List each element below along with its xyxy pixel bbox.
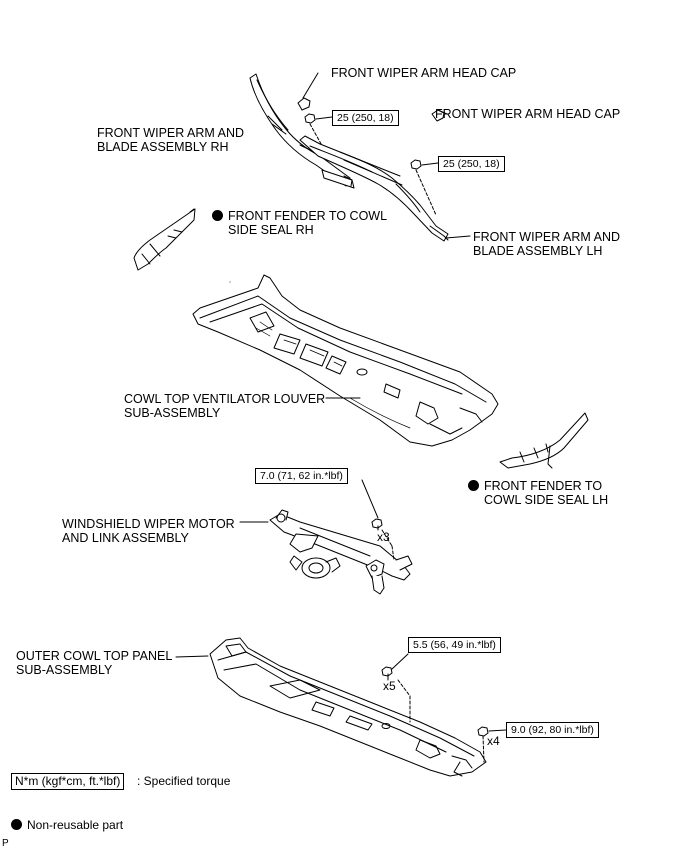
- wiper-motor-link-part: [269, 509, 413, 595]
- label-arm-lh: FRONT WIPER ARM AND BLADE ASSEMBLY LH: [473, 230, 621, 258]
- count-motor-bolts: x3: [377, 530, 390, 544]
- nut-lh-part: [410, 159, 422, 170]
- bolt-motor-part: [371, 518, 383, 531]
- torque-arm-rh: 25 (250, 18): [332, 110, 399, 126]
- label-outer-panel: OUTER COWL TOP PANEL SUB-ASSEMBLY: [16, 649, 173, 677]
- corner-mark: P: [2, 838, 9, 849]
- legend-torque-unit: N*m (kgf*cm, ft.*lbf): [11, 773, 125, 790]
- torque-panel-a: 5.5 (56, 49 in.*lbf): [408, 637, 501, 653]
- non-reusable-dot-icon: [11, 819, 22, 830]
- wiper-arm-rh-part: [249, 73, 355, 189]
- label-motor: WINDSHIELD WIPER MOTOR AND LINK ASSEMBLY: [62, 517, 235, 545]
- head-cap-rh-part: [297, 97, 311, 111]
- label-seal-rh: FRONT FENDER TO COWL SIDE SEAL RH: [212, 209, 387, 237]
- nut-panel-b-part: [477, 726, 489, 737]
- fender-seal-lh-part: [499, 412, 589, 469]
- torque-motor: 7.0 (71, 62 in.*lbf): [255, 468, 348, 484]
- legend-non-reusable: Non-reusable part: [11, 818, 123, 833]
- label-louver: COWL TOP VENTILATOR LOUVER SUB-ASSEMBLY: [124, 392, 326, 420]
- label-arm-rh: FRONT WIPER ARM AND BLADE ASSEMBLY RH: [97, 126, 245, 154]
- outer-cowl-panel-part: [209, 637, 487, 777]
- legend-torque-desc: : Specified torque: [137, 774, 231, 788]
- cowl-louver-part: [192, 274, 499, 447]
- non-reusable-dot-icon: [468, 480, 479, 491]
- non-reusable-dot-icon: [212, 210, 223, 221]
- torque-panel-b: 9.0 (92, 80 in.*lbf): [506, 722, 599, 738]
- fender-seal-rh-part: [133, 208, 196, 271]
- label-head-cap-rh: FRONT WIPER ARM HEAD CAP: [331, 66, 517, 80]
- label-seal-lh: FRONT FENDER TO COWL SIDE SEAL LH: [468, 479, 608, 507]
- head-cap-lh-part: [431, 109, 445, 122]
- bolt-panel-a-part: [381, 666, 393, 681]
- nut-rh-part: [304, 113, 316, 124]
- label-head-cap-lh: FRONT WIPER ARM HEAD CAP: [435, 107, 621, 121]
- count-panel-a-bolts: x5: [383, 679, 396, 693]
- count-panel-b-nuts: x4: [487, 734, 500, 748]
- wiper-arm-lh-part: [299, 135, 449, 242]
- torque-arm-lh: 25 (250, 18): [438, 156, 505, 172]
